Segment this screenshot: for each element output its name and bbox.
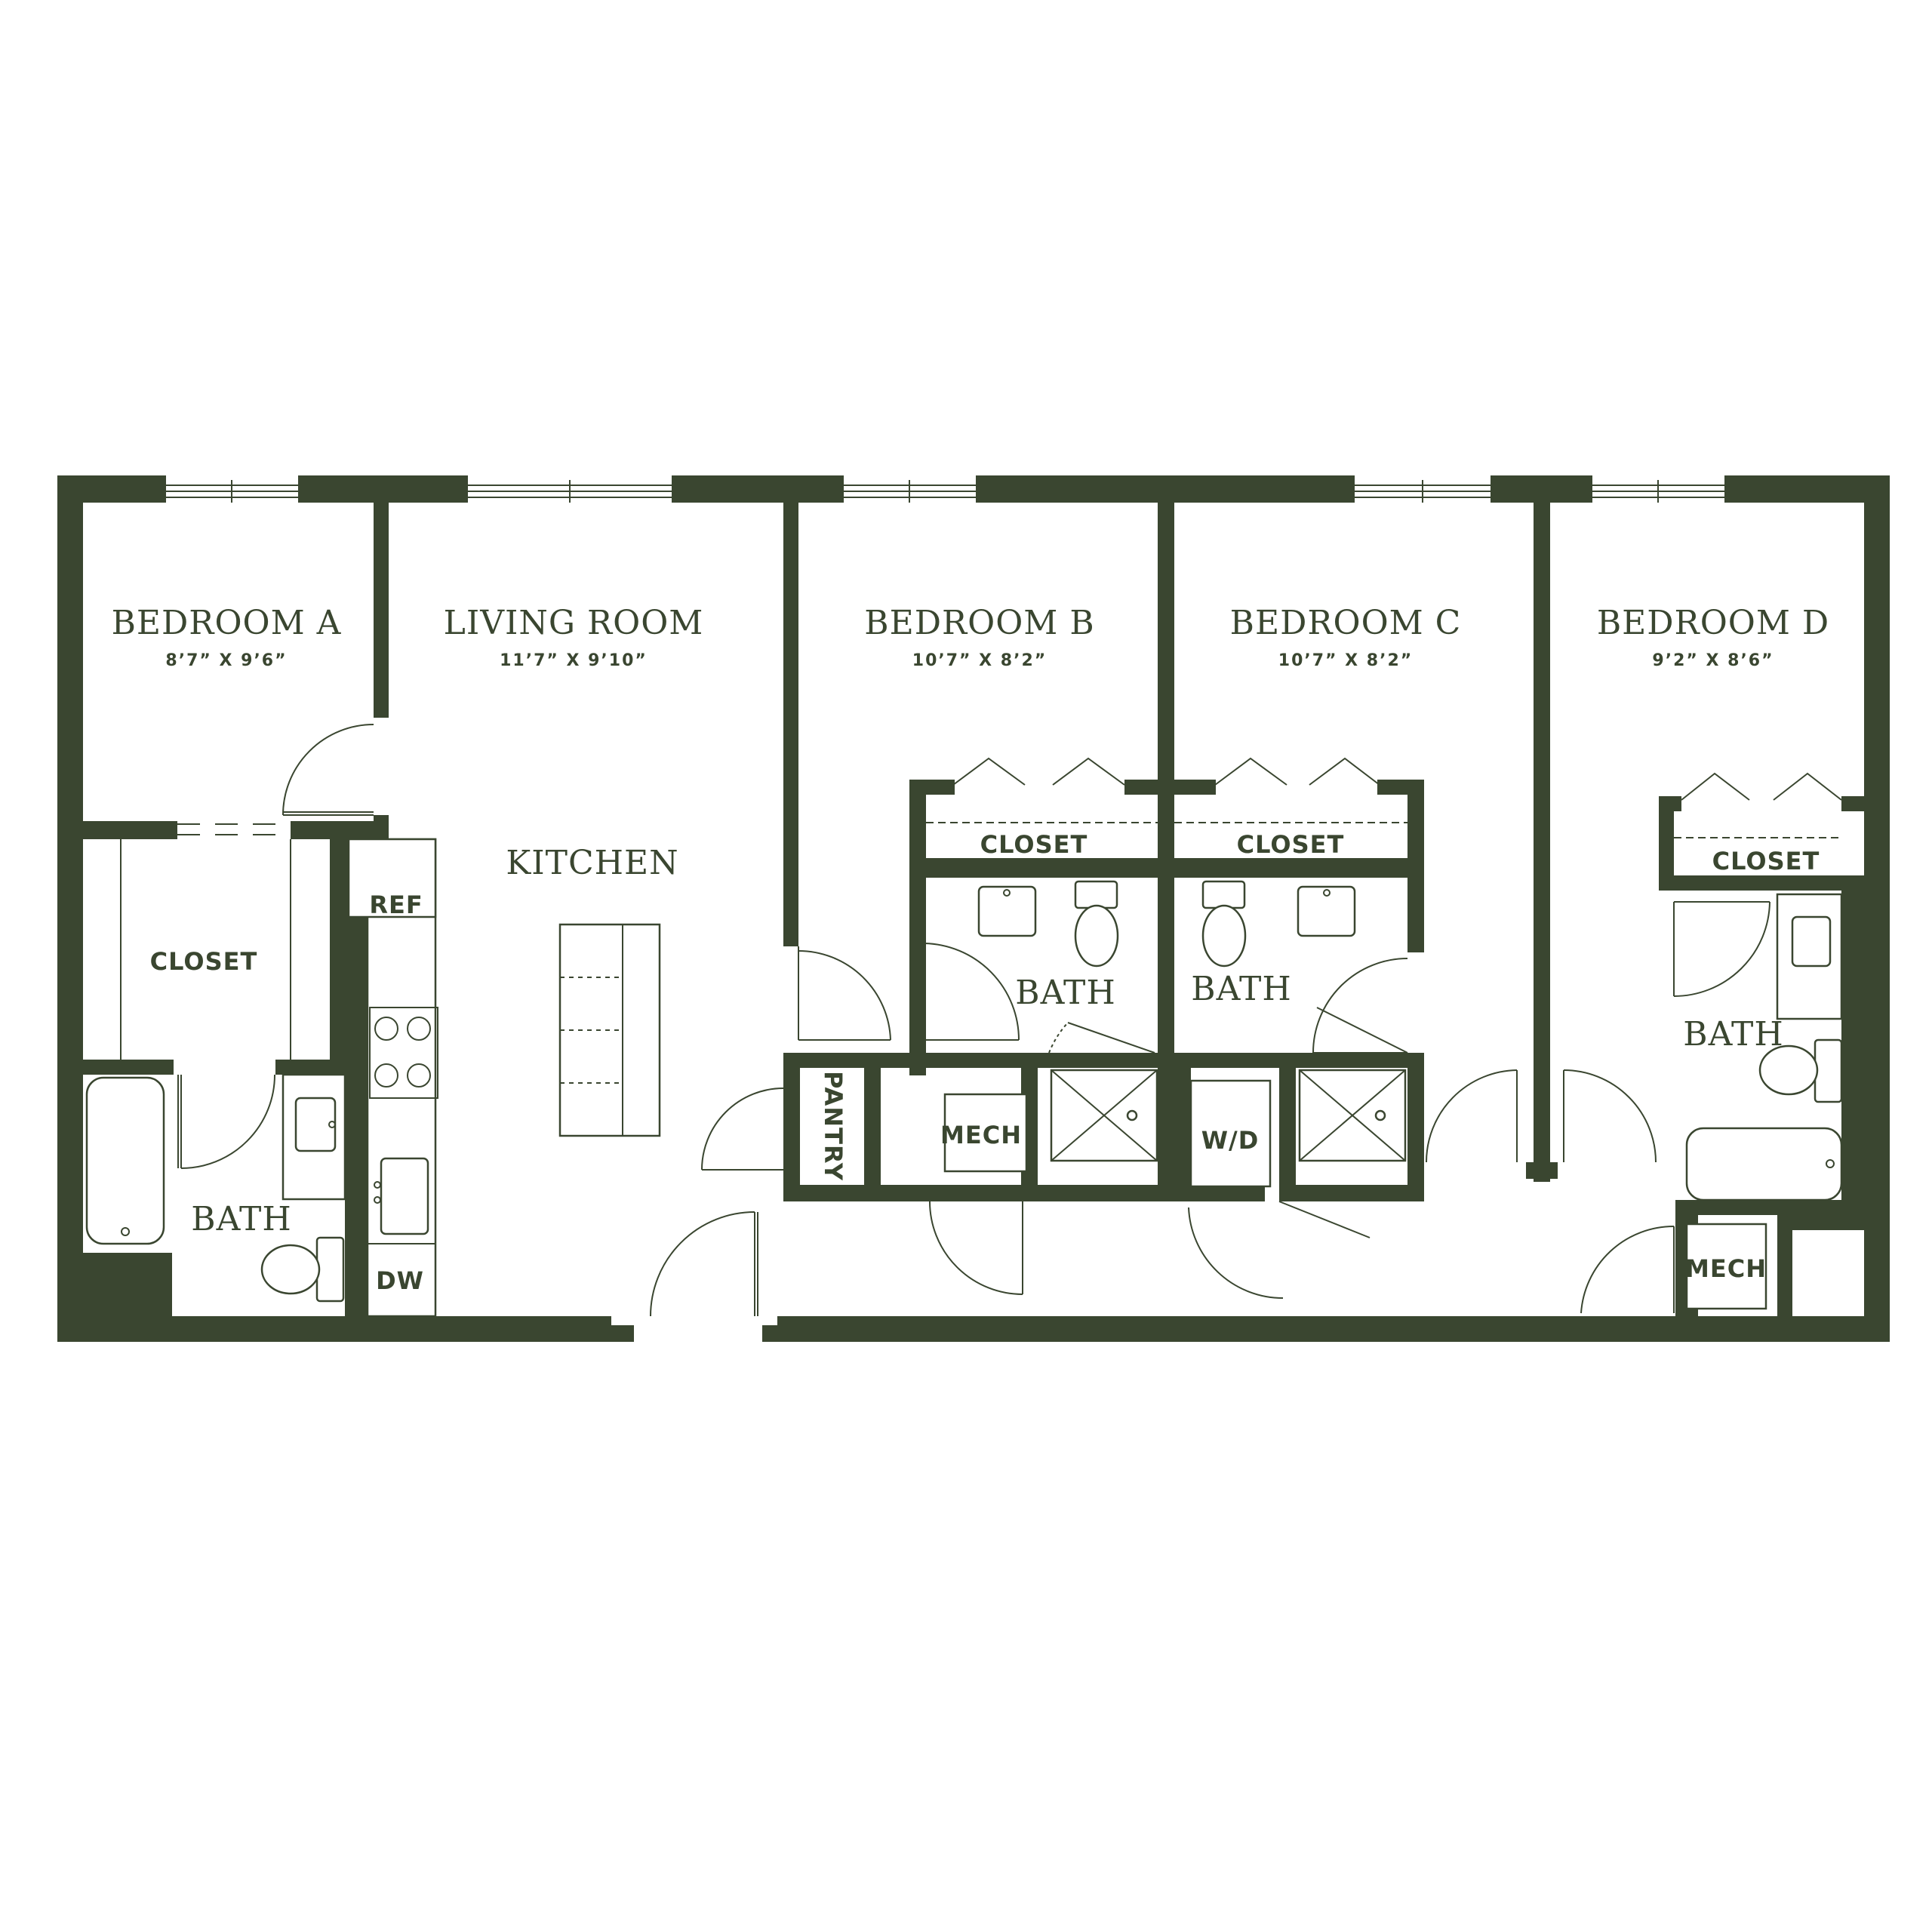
- door-pantry: [701, 1088, 784, 1171]
- door-mech-center: [929, 1201, 1023, 1295]
- door-shower-b: [1048, 1022, 1155, 1054]
- door-wd: [1188, 1201, 1371, 1300]
- vanity-a: [281, 1073, 346, 1201]
- wd-box: [1189, 1079, 1272, 1188]
- door-bedroom-c: [1426, 1069, 1518, 1163]
- window-bedroom-d: [1592, 480, 1724, 503]
- bifold-closet-c: [1214, 757, 1380, 786]
- bifold-closet-d: [1681, 772, 1842, 801]
- closet-a-shelf: [120, 839, 291, 1060]
- pantry-label: PANTRY: [819, 1071, 848, 1181]
- mech-right-label: MECH: [1685, 1254, 1767, 1283]
- vanity-d: [1776, 893, 1843, 1020]
- door-shower-c: [1316, 1007, 1408, 1054]
- bath-d-label: BATH: [1683, 1015, 1783, 1054]
- kitchen-island: [558, 923, 661, 1137]
- bath-b-label: BATH: [1015, 974, 1115, 1012]
- fixtures: [85, 822, 1843, 1318]
- vanity-b: [977, 885, 1037, 937]
- door-bath-c: [1312, 958, 1408, 1054]
- labels: BEDROOM A 8’7” X 9’6” LIVING ROOM 11’7” …: [112, 604, 1829, 1295]
- bedroom-a-dims: 8’7” X 9’6”: [165, 651, 287, 670]
- door-entry: [650, 1211, 758, 1317]
- vanity-c: [1297, 885, 1356, 937]
- window-bedroom-a: [166, 480, 298, 503]
- window-bedroom-c: [1355, 480, 1491, 503]
- bedroom-b-name: BEDROOM B: [864, 604, 1094, 642]
- shower-c: [1298, 1069, 1407, 1162]
- mech-center-box: [943, 1093, 1028, 1173]
- bedroom-c-dims: 10’7” X 8’2”: [1278, 651, 1413, 670]
- closet-b-label: CLOSET: [980, 830, 1088, 859]
- mech-right-box: [1685, 1223, 1767, 1310]
- closet-c-label: CLOSET: [1237, 830, 1345, 859]
- windows: [166, 480, 1724, 503]
- mech-center-label: MECH: [940, 1121, 1022, 1149]
- door-closet-a: [177, 823, 291, 835]
- closet-a-label: CLOSET: [150, 947, 258, 976]
- shower-b: [1050, 1069, 1158, 1162]
- door-bath-b: [924, 943, 1020, 1041]
- door-bedroom-a: [282, 724, 374, 816]
- bath-a-label: BATH: [191, 1200, 291, 1238]
- door-bedroom-d: [1563, 1069, 1657, 1163]
- bedroom-c-name: BEDROOM C: [1230, 604, 1462, 642]
- door-bedroom-b: [798, 946, 891, 1041]
- dw-label: DW: [376, 1266, 424, 1295]
- kitchen-name: KITCHEN: [506, 844, 678, 882]
- living-room-name: LIVING ROOM: [444, 604, 704, 642]
- door-mech-right: [1580, 1225, 1675, 1314]
- bifold-closet-b: [952, 757, 1125, 786]
- ref-label: REF: [369, 891, 423, 919]
- bathtub-d: [1685, 1127, 1843, 1201]
- bedroom-d-name: BEDROOM D: [1597, 604, 1829, 642]
- bedroom-b-dims: 10’7” X 8’2”: [912, 651, 1047, 670]
- toilet-d: [1758, 1038, 1843, 1103]
- bedroom-a-name: BEDROOM A: [112, 604, 342, 642]
- window-living-room: [468, 480, 672, 503]
- walls: [57, 475, 1890, 1342]
- bathtub-a: [85, 1076, 165, 1245]
- doors: [177, 724, 1842, 1317]
- closet-d-label: CLOSET: [1712, 847, 1820, 875]
- door-bath-d: [1673, 901, 1770, 997]
- wd-label: W/D: [1201, 1126, 1260, 1155]
- toilet-b: [1074, 880, 1119, 968]
- toilet-a: [260, 1236, 345, 1303]
- window-bedroom-b: [844, 480, 976, 503]
- living-room-dims: 11’7” X 9’10”: [500, 651, 648, 670]
- toilet-c: [1201, 880, 1247, 968]
- bath-c-label: BATH: [1191, 970, 1291, 1008]
- bedroom-d-dims: 9’2” X 8’6”: [1652, 651, 1774, 670]
- kitchen-counter: [347, 838, 438, 1318]
- door-bath-a: [177, 1074, 275, 1169]
